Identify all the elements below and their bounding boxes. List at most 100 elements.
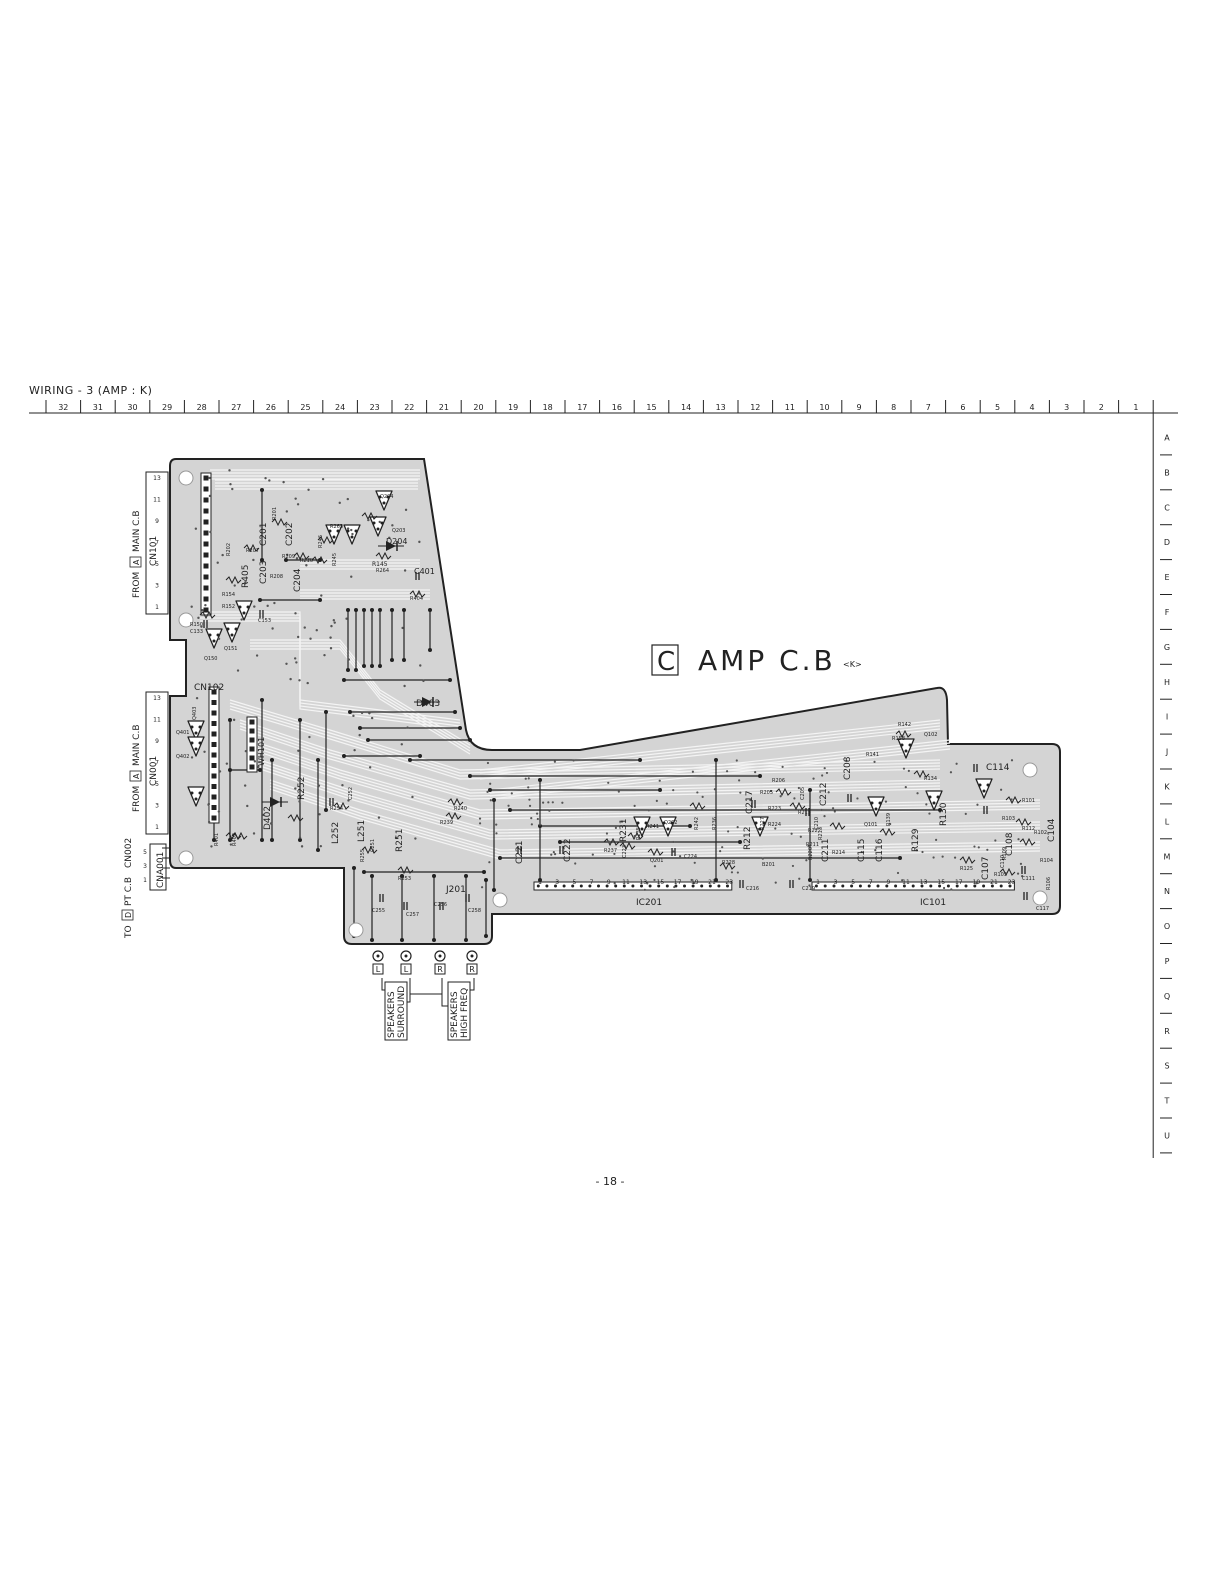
surround-line1: SPEAKERS: [387, 991, 397, 1038]
pin-label: 1: [143, 877, 147, 884]
copper-traces: [200, 469, 1041, 942]
pin-label: 3: [143, 863, 147, 870]
component-ref: R207: [246, 548, 259, 554]
component-ref: C107: [981, 857, 991, 880]
cn002-header: CN002: [124, 838, 134, 868]
pin-label: 1: [155, 824, 159, 831]
component-ref: R405: [241, 565, 251, 588]
component-ref: C108: [1005, 832, 1015, 856]
ic-pin-number: 13: [920, 879, 928, 886]
component-ref: C117: [1036, 906, 1049, 912]
component-ref: Q102: [924, 732, 937, 738]
pin-label: 3: [155, 583, 159, 590]
component-ref: R152: [222, 604, 235, 610]
component-ref: R253: [398, 876, 411, 882]
pin-label: 9: [155, 518, 159, 525]
cn101-label: CN101: [149, 536, 159, 566]
component-ref: C256: [434, 902, 447, 908]
ic201-label: IC201: [636, 898, 662, 908]
component-ref: R401: [214, 833, 220, 846]
cna001-label: CNA001: [156, 852, 166, 888]
component-ref: R252: [297, 777, 307, 800]
component-ref: R255: [360, 849, 366, 862]
component-ref: C133: [190, 629, 203, 635]
column-label: 28: [197, 403, 207, 412]
component-ref: Q402: [176, 754, 189, 760]
cn101-source: FROM A MAIN C.B: [129, 511, 142, 598]
component-ref: R231: [619, 819, 629, 842]
component-ref: R240: [454, 806, 467, 812]
ic-pin-number: 23: [725, 879, 733, 886]
component-ref: C401: [414, 567, 435, 576]
column-label: 13: [716, 403, 726, 412]
ic-pin-number: 3: [834, 879, 838, 886]
component-ref: WH101: [257, 737, 266, 766]
column-label: 5: [995, 403, 1000, 412]
pin-label: 5: [143, 849, 147, 856]
component-ref: C116: [875, 838, 885, 862]
cn101-from-board: MAIN C.B: [132, 511, 142, 553]
ic-pin-number: 1: [538, 879, 542, 886]
column-label: 9: [857, 403, 862, 412]
column-label: 18: [543, 403, 553, 412]
component-ref: C255: [372, 908, 385, 914]
column-label: 27: [231, 403, 241, 412]
board-id-letter: C: [657, 647, 675, 677]
pin-label: 7: [155, 760, 159, 767]
component-ref: R112: [1022, 826, 1035, 832]
ic101-label: IC101: [920, 898, 946, 908]
column-label: 22: [404, 403, 414, 412]
pin-label: 9: [155, 738, 159, 745]
pin-label: 11: [153, 497, 161, 504]
component-ref: D403: [416, 699, 440, 709]
component-ref: R141: [866, 752, 879, 758]
component-ref: R129: [911, 828, 921, 852]
cn001-source: FROM A MAIN C.B: [129, 725, 142, 812]
component-ref: C216: [746, 886, 759, 892]
row-label: G: [1164, 643, 1170, 652]
component-ref: C210: [814, 817, 820, 830]
component-ref: C208: [843, 756, 853, 780]
component-ref: C111: [1022, 876, 1035, 882]
ic-pin-number: 17: [955, 879, 963, 886]
component-ref: R242: [694, 817, 700, 830]
component-ref: R220: [808, 847, 814, 860]
component-ref: Q151: [224, 646, 237, 652]
row-label: N: [1164, 887, 1170, 896]
terminal-label: R: [437, 965, 443, 974]
column-label: 17: [577, 403, 587, 412]
component-ref: C104: [1047, 818, 1057, 842]
row-label: J: [1165, 748, 1168, 757]
component-ref: R213: [818, 827, 824, 840]
row-label: S: [1164, 1062, 1169, 1071]
surround-line2: SURROUND: [397, 986, 407, 1038]
component-ref: C222: [563, 839, 573, 862]
column-label: 32: [58, 403, 68, 412]
component-ref: R125: [960, 866, 973, 872]
row-label: F: [1165, 608, 1170, 617]
component-ref: R206: [772, 778, 785, 784]
row-label: K: [1164, 782, 1170, 791]
cn001-from-letter: A: [132, 773, 141, 779]
component-ref: R402: [232, 833, 238, 846]
cna001-to-board: PT C.B: [124, 877, 134, 906]
ic-pin-number: 5: [851, 879, 855, 886]
row-label: A: [1164, 433, 1170, 442]
row-label: U: [1164, 1131, 1170, 1140]
component-ref: R139: [886, 813, 892, 826]
component-ref: R235: [636, 827, 642, 840]
cn101-from-letter: A: [132, 559, 141, 565]
cna001-destination: TO D PT C.B: [121, 877, 134, 939]
component-ref: Q203: [392, 528, 405, 534]
component-ref: C219: [802, 886, 815, 892]
component-ref: C114: [986, 763, 1010, 773]
component-ref: R264: [376, 568, 389, 574]
component-ref: C217: [745, 791, 755, 814]
ic-pin-number: 15: [937, 879, 945, 886]
column-label: 3: [1064, 403, 1069, 412]
column-label: 30: [127, 403, 137, 412]
ic-pin-number: 3: [555, 879, 559, 886]
